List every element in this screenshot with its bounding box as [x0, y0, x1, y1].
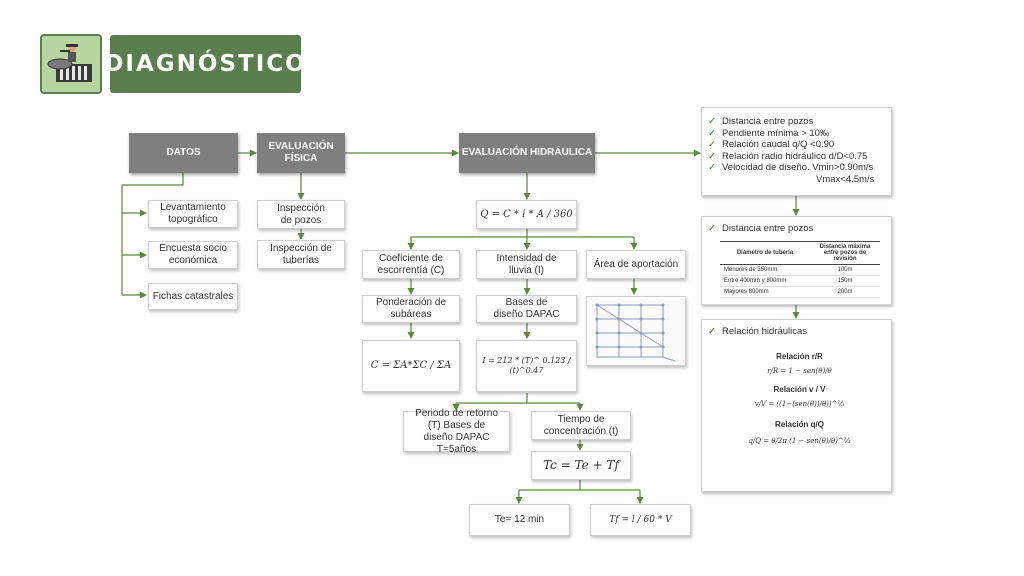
distancia-panel: ✓ Distancia entre pozos Diámetro de tuber…	[701, 216, 892, 305]
area-map-image	[586, 296, 686, 366]
header-title-badge: DIAGNÓSTICO	[104, 35, 305, 93]
formula-r: r/R = 1 − sen(θ)/θ	[767, 366, 832, 375]
page-title: DIAGNÓSTICO	[104, 51, 307, 77]
node-intensidad: Intensidad de lluvia (I)	[476, 250, 577, 279]
sewer-worker-icon	[47, 44, 92, 82]
criteria-text: Distancia entre pozos	[721, 116, 814, 127]
check-icon: ✓	[708, 139, 716, 150]
criteria-item: ✓ Relación caudal q/Q <0.90	[708, 139, 891, 151]
node-datos: DATOS	[129, 133, 238, 173]
check-icon: ✓	[708, 116, 716, 127]
node-inspeccion-tuberias: Inspección de tuberías	[257, 240, 345, 269]
criteria-text: Relación caudal q/Q <0.90	[721, 139, 835, 150]
criteria-item: ✓ Velocidad de diseño. Vmin>0.90m/s	[708, 162, 891, 174]
check-icon: ✓	[708, 150, 716, 162]
relacion-v-title: Relación v / V	[773, 384, 826, 394]
criteria-text: Velocidad de diseño. Vmin>0.90m/s	[721, 162, 874, 173]
criteria-text: Pendiente mínima > 10‰	[721, 127, 830, 139]
formula-c: C = ΣA*ΣC / ΣA	[362, 340, 460, 392]
criteria-extra: Vmax<4.5m/s	[816, 173, 875, 185]
node-area-aportacion: Área de aportación	[586, 250, 686, 279]
check-icon: ✓	[708, 162, 716, 173]
formula-tc: Tc = Te + Tf	[531, 451, 631, 480]
relacion-q-title: Relación q/Q	[775, 419, 824, 429]
formula-v: v/V = ((1−(sen(θ))/θ))^⅔	[754, 399, 845, 408]
formula-i: I = 212 * (T)^ 0.123 / (t)^0.47	[476, 340, 577, 392]
distancia-title: Distancia entre pozos	[721, 223, 814, 234]
relacion-panel: ✓ Relación hidráulicas Relación r/R r/R =…	[701, 319, 892, 492]
criteria-panel: ✓ Distancia entre pozos ✓ Pendiente mínima…	[701, 107, 892, 196]
formula-tf: Tf = l / 60 * V	[590, 504, 691, 536]
header-icon-tile	[40, 34, 102, 94]
formula-q-ratio: q/Q = θ/2π (1 − sen(θ)/θ)^⅔	[748, 436, 851, 445]
distancia-table: Diámetro de tubería Distancia máxima ent…	[720, 240, 880, 298]
node-te: Te= 12 min	[469, 504, 570, 536]
node-fichas: Fichas catastrales	[148, 283, 238, 310]
criteria-item: ✓ Relación radio hidráulico d/D<0.75	[708, 151, 891, 163]
table-header: Diámetro de tubería	[720, 240, 810, 265]
node-tiempo-concentracion: Tiempo de concentración (t)	[531, 411, 631, 440]
table-header: Distancia máxima entre pozos de revisión	[810, 240, 880, 265]
node-levantamiento: Levantamiento topográfico	[148, 200, 238, 228]
node-encuesta: Encuesta socio económica	[148, 241, 238, 269]
node-evaluacion-fisica: EVALUACIÓN FÍSICA	[257, 133, 345, 173]
criteria-text: Relación radio hidráulico d/D<0.75	[721, 150, 868, 162]
check-icon: ✓	[708, 127, 716, 139]
relacion-title: Relación hidráulicas	[721, 326, 807, 337]
node-coeficiente: Coeficiente de escorrentía (C)	[362, 250, 460, 279]
formula-q: Q = C * i * A / 360	[476, 200, 577, 229]
node-inspeccion-pozos: Inspección de pozos	[257, 200, 345, 229]
criteria-item: ✓ Distancia entre pozos	[708, 116, 891, 128]
pipe-network-map	[587, 297, 685, 365]
node-ponderacion: Ponderación de subáreas	[362, 295, 460, 323]
check-icon: ✓	[708, 223, 716, 234]
node-bases-diseno: Bases de diseño DAPAC	[476, 295, 577, 323]
check-icon: ✓	[708, 326, 716, 337]
node-periodo-retorno: Periodo de retorno (T) Bases de diseño D…	[403, 408, 510, 455]
criteria-item: ✓ Pendiente mínima > 10‰	[708, 128, 891, 140]
relacion-r-title: Relación r/R	[776, 351, 823, 361]
node-evaluacion-hidraulica: EVALUACIÓN HIDRÁULICA	[459, 133, 595, 173]
